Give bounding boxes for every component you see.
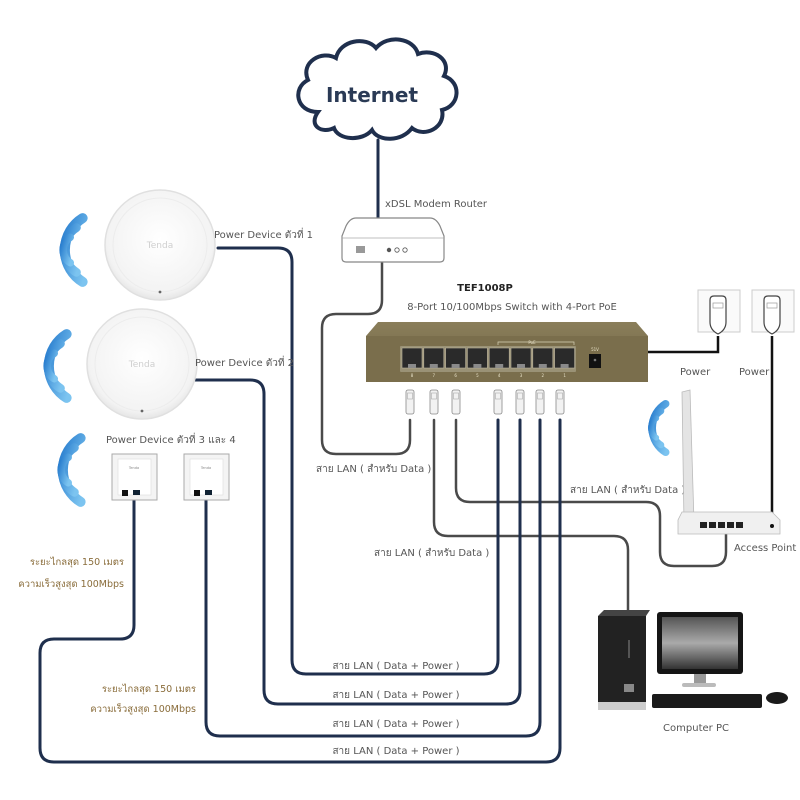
rj45-plug xyxy=(555,389,565,415)
spec-speed-upper: ความเร็วสูงสุด 100Mbps xyxy=(18,577,124,590)
modem-router: xDSL Modem Router xyxy=(341,199,488,263)
power-device-1: Tenda Power Device ตัวที่ 1 xyxy=(104,189,313,301)
power-adapter xyxy=(763,295,781,335)
wifi-icons xyxy=(43,213,670,507)
switch-ports: 8 7 6 5 4 3 2 1 xyxy=(401,347,575,378)
brand-logo: Tenda xyxy=(200,466,211,470)
power-label-right: Power xyxy=(739,367,770,378)
cable-label-poe-3: สาย LAN ( Data + Power ) xyxy=(332,719,459,730)
rj45-plug xyxy=(493,389,503,415)
wifi-signal-icon xyxy=(57,433,86,507)
wifi-signal-icon xyxy=(43,329,72,403)
antenna xyxy=(681,389,695,525)
cable-poe-device2 xyxy=(190,378,522,706)
port-number: 2 xyxy=(542,373,545,378)
cable-switch-pc xyxy=(432,418,630,617)
wall-plate-3: Tenda xyxy=(111,453,158,501)
computer-pc: Computer PC xyxy=(598,610,788,734)
cable-label-poe-2: สาย LAN ( Data + Power ) xyxy=(332,690,459,701)
port-number: 1 xyxy=(563,373,566,378)
rj45-plug xyxy=(451,389,461,415)
brand-logo: Tenda xyxy=(128,466,139,470)
port-number: 5 xyxy=(476,373,479,378)
spec-speed-lower: ความเร็วสูงสุด 100Mbps xyxy=(90,702,196,715)
device1-label: Power Device ตัวที่ 1 xyxy=(214,227,313,241)
power-outlet-left: Power xyxy=(680,289,741,378)
cable-poe-device4 xyxy=(204,418,542,738)
internet-label: Internet xyxy=(326,83,418,107)
cable-label-ap: สาย LAN ( สำหรับ Data ) xyxy=(570,485,685,496)
poe-label: PoE xyxy=(528,340,536,345)
rj45-plug xyxy=(405,389,415,415)
power-outlet-right: Power xyxy=(739,289,795,378)
brand-logo: Tenda xyxy=(128,360,155,370)
modem-label: xDSL Modem Router xyxy=(385,199,488,210)
modem-port-icon xyxy=(356,246,365,253)
cable-label-pc: สาย LAN ( สำหรับ Data ) xyxy=(374,548,489,559)
device2-label: Power Device ตัวที่ 2 xyxy=(195,355,294,369)
pc-tower xyxy=(598,616,646,710)
rj45-plug xyxy=(515,389,525,415)
port-number: 6 xyxy=(454,373,457,378)
cable-label-modem: สาย LAN ( สำหรับ Data ) xyxy=(316,464,431,475)
power-label-left: Power xyxy=(680,367,711,378)
cable-label-poe-4: สาย LAN ( Data + Power ) xyxy=(332,746,459,757)
ceiling-ap-1 xyxy=(104,189,216,301)
cable-poe-device1 xyxy=(216,246,500,676)
port-number: 7 xyxy=(433,373,436,378)
spec-distance-upper: ระยะไกลสุด 150 เมตร xyxy=(30,556,124,568)
cable-poe-device3 xyxy=(38,418,562,764)
access-point: Access Point xyxy=(677,389,796,554)
switch-description: 8-Port 10/100Mbps Switch with 4-Port PoE xyxy=(407,302,617,313)
brand-logo: Tenda xyxy=(146,241,173,251)
access-point-label: Access Point xyxy=(734,543,796,554)
rj45-plug xyxy=(429,389,439,415)
power-device-2: Tenda Power Device ตัวที่ 2 xyxy=(86,308,294,420)
port-number: 3 xyxy=(520,373,523,378)
computer-label: Computer PC xyxy=(663,723,729,734)
power-device-3-4: Power Device ตัวที่ 3 และ 4 Tenda Tenda xyxy=(106,432,236,501)
power-adapter xyxy=(709,295,727,335)
pc-keyboard xyxy=(652,694,762,708)
switch-model: TEF1008P xyxy=(457,283,513,294)
spec-distance-lower: ระยะไกลสุด 150 เมตร xyxy=(102,683,196,695)
device34-label: Power Device ตัวที่ 3 และ 4 xyxy=(106,432,236,446)
wifi-signal-icon xyxy=(59,213,88,287)
poe-switch: TEF1008P 8-Port 10/100Mbps Switch with 4… xyxy=(366,283,648,382)
modem-led xyxy=(386,247,392,253)
modem-body xyxy=(341,217,445,263)
cable-label-poe-1: สาย LAN ( Data + Power ) xyxy=(332,661,459,672)
cloud-shape xyxy=(296,37,459,141)
power-jack-label: 51V xyxy=(591,347,599,352)
rj45-plug xyxy=(535,389,545,415)
pc-mouse xyxy=(766,692,788,704)
rj45-plugs xyxy=(405,389,565,415)
port-number: 4 xyxy=(498,373,501,378)
wifi-signal-icon xyxy=(648,399,670,457)
ceiling-ap-2 xyxy=(86,308,198,420)
internet-cloud: Internet xyxy=(296,37,459,141)
cable-modem-switch xyxy=(320,256,412,456)
port-number: 8 xyxy=(411,373,414,378)
cable-switch-ap xyxy=(454,418,728,568)
wall-plate-4: Tenda xyxy=(183,453,230,501)
